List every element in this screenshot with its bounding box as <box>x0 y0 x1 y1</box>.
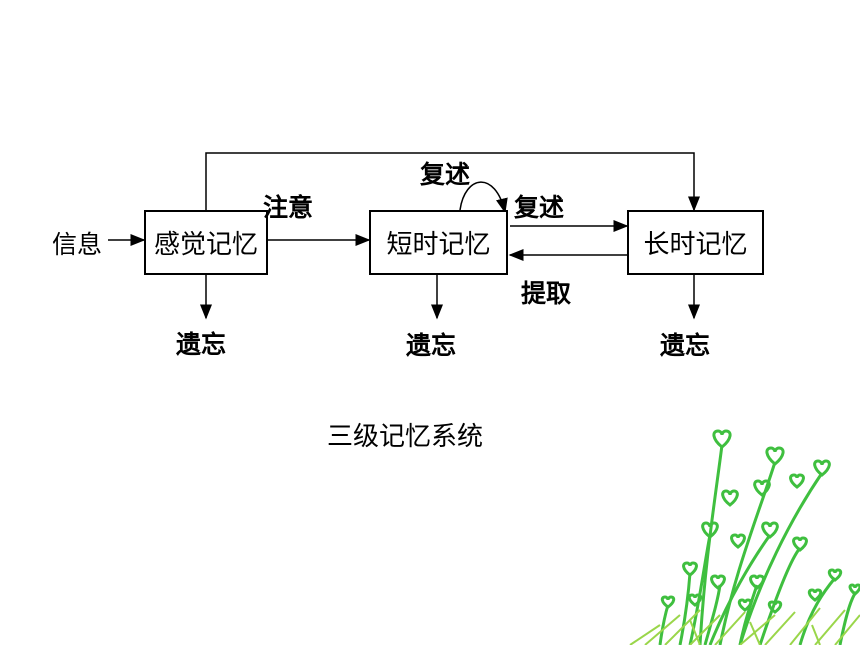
heart-icons <box>660 429 860 614</box>
retrieval-label: 提取 <box>521 279 572 308</box>
attention-label: 注意 <box>263 193 314 222</box>
rehearsal-loop-arrow <box>459 181 508 214</box>
grass-decoration <box>629 607 860 645</box>
rehearsal-label: 复述 <box>514 193 565 222</box>
forget-label-short-term: 遗忘 <box>406 331 457 360</box>
forget-label-long-term: 遗忘 <box>660 331 711 360</box>
forget-label-sensory: 遗忘 <box>176 330 227 359</box>
long-term-memory-box: 长时记忆 <box>627 210 764 275</box>
short-term-memory-box: 短时记忆 <box>369 210 508 275</box>
direct-path-arrow <box>205 152 700 212</box>
sensory-memory-box: 感觉记忆 <box>144 210 268 275</box>
rehearsal-loop-label: 复述 <box>420 160 471 189</box>
diagram-caption: 三级记忆系统 <box>327 422 484 452</box>
decorative-heart-plants <box>658 444 858 645</box>
input-label: 信息 <box>52 230 103 259</box>
